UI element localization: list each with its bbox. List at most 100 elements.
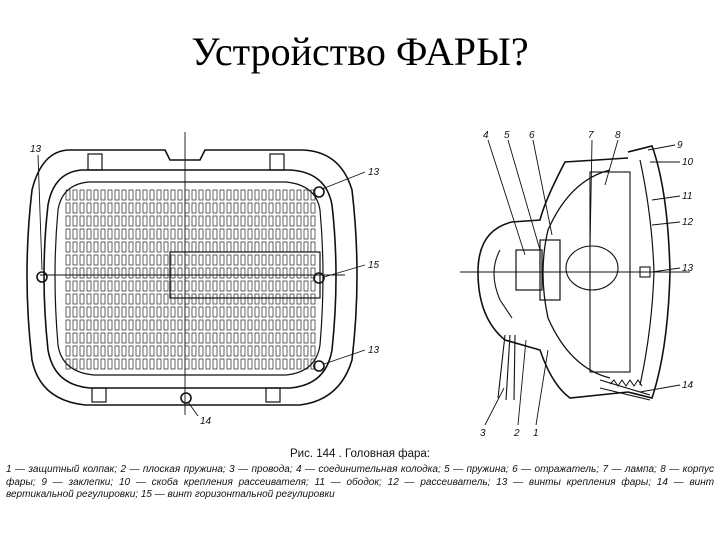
lens-flute xyxy=(233,306,239,318)
lens-flute xyxy=(135,189,141,201)
lens-flute xyxy=(219,306,225,318)
lens-flute xyxy=(289,345,295,357)
lens-flute xyxy=(226,293,232,305)
lens-flute xyxy=(275,267,281,279)
lens-flute xyxy=(114,280,120,292)
side-body xyxy=(477,157,629,399)
lamp-socket xyxy=(539,239,561,301)
lens-flute xyxy=(261,280,267,292)
lens-flute xyxy=(275,189,281,201)
lens-flute xyxy=(247,254,253,266)
legend-item: 12 — рассеиватель; xyxy=(387,476,491,488)
lens-flute xyxy=(296,319,302,331)
lens-flute xyxy=(233,345,239,357)
lens-flute xyxy=(226,241,232,253)
lens-flute xyxy=(170,319,176,331)
lens-flute xyxy=(107,189,113,201)
lens-flute xyxy=(296,293,302,305)
lens-flute xyxy=(156,280,162,292)
legend-item: 10 — скоба крепления рассеивателя; xyxy=(118,476,309,488)
screw-14 xyxy=(180,392,192,404)
lens-flute xyxy=(303,202,309,214)
lens-flute xyxy=(205,319,211,331)
lens-flute xyxy=(177,241,183,253)
lens-flute xyxy=(149,306,155,318)
lens-flute xyxy=(310,241,316,253)
lens-flute xyxy=(275,319,281,331)
lens-flute xyxy=(128,267,134,279)
lens-flute xyxy=(93,358,99,370)
lens-flute xyxy=(93,293,99,305)
label-13: 13 xyxy=(368,345,380,356)
lens-flute xyxy=(114,267,120,279)
lens-flute xyxy=(254,202,260,214)
label-13: 13 xyxy=(30,144,42,155)
lens-flute xyxy=(135,228,141,240)
lens-flute xyxy=(296,358,302,370)
lens-flute xyxy=(149,293,155,305)
lens-flute xyxy=(107,280,113,292)
lens-flute xyxy=(240,241,246,253)
lens-flute xyxy=(247,267,253,279)
lens-flute xyxy=(205,280,211,292)
label-4: 4 xyxy=(483,130,489,141)
lens-flute xyxy=(184,306,190,318)
lens-flute xyxy=(233,267,239,279)
lens-flute xyxy=(261,293,267,305)
lens-flute xyxy=(275,228,281,240)
lens-flute xyxy=(261,358,267,370)
lens-flute xyxy=(282,189,288,201)
label-14: 14 xyxy=(682,380,694,391)
lens-flute xyxy=(142,254,148,266)
lens-flute xyxy=(310,293,316,305)
lens-flute xyxy=(191,358,197,370)
lens-flute xyxy=(107,215,113,227)
lens-flute xyxy=(226,358,232,370)
lens-flute xyxy=(275,254,281,266)
lens-flute xyxy=(100,319,106,331)
lens-flute xyxy=(219,228,225,240)
side-view xyxy=(460,139,690,426)
lens-flute xyxy=(275,280,281,292)
lens-flute xyxy=(303,189,309,201)
lens-flute xyxy=(275,202,281,214)
lens-flute xyxy=(142,241,148,253)
lens-flute xyxy=(86,345,92,357)
lens-flute xyxy=(149,241,155,253)
lens-flute xyxy=(177,267,183,279)
legend-item: 3 — провода; xyxy=(229,464,293,475)
lens-flute xyxy=(121,345,127,357)
lens-flute xyxy=(219,202,225,214)
legend-item: 7 — лампа; xyxy=(602,464,657,475)
lens-flute xyxy=(121,228,127,240)
lens-flute xyxy=(261,319,267,331)
lens-flute xyxy=(163,319,169,331)
screw-13-side xyxy=(639,266,651,278)
lens-flute xyxy=(226,332,232,344)
lens-flute xyxy=(191,280,197,292)
lens-flute xyxy=(247,293,253,305)
lens-flute xyxy=(114,215,120,227)
lens-flute xyxy=(107,345,113,357)
lens-flute xyxy=(303,254,309,266)
lens-flute xyxy=(282,306,288,318)
lens-flute xyxy=(296,202,302,214)
lens-flute xyxy=(240,202,246,214)
lens-flute xyxy=(93,228,99,240)
lens-flute xyxy=(254,189,260,201)
lens-flute xyxy=(142,280,148,292)
lens-flute xyxy=(289,293,295,305)
front-view xyxy=(26,132,366,417)
lens-flute xyxy=(163,345,169,357)
lens-flute xyxy=(177,319,183,331)
lens-flute xyxy=(205,189,211,201)
lens-flute xyxy=(191,215,197,227)
lens-flute xyxy=(205,254,211,266)
lens-flute xyxy=(72,345,78,357)
mount-tab xyxy=(269,153,285,171)
lens-flute xyxy=(163,241,169,253)
lens-flute xyxy=(275,241,281,253)
lens-flute xyxy=(170,215,176,227)
lens-flute xyxy=(184,345,190,357)
lens-flute xyxy=(212,254,218,266)
